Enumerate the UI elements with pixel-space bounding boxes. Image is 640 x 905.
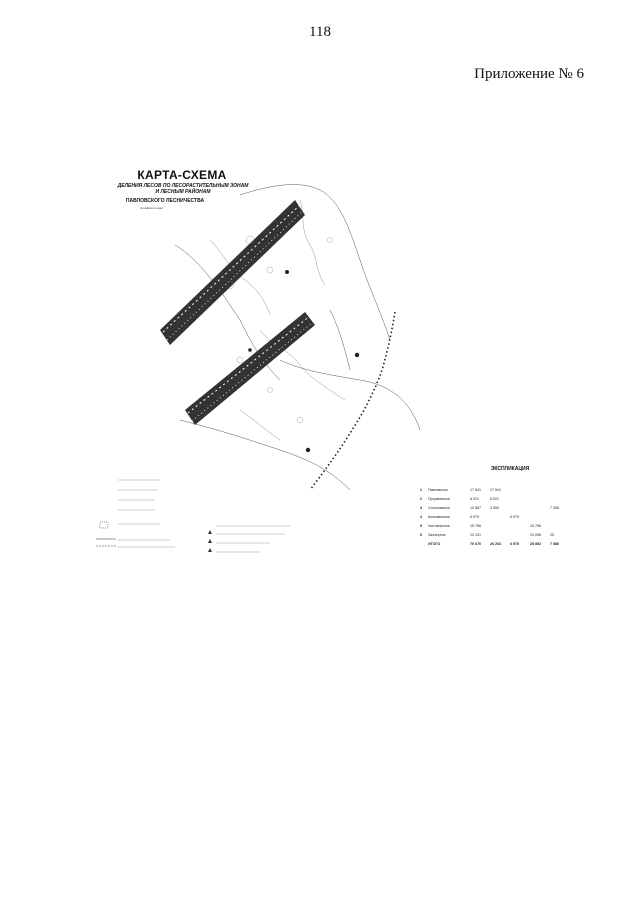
explication-value: 6 021 — [470, 497, 479, 501]
explication-value: 15 756 — [470, 524, 481, 528]
explication-num: 5 — [420, 524, 422, 528]
explication-row: 5 Чистюньское 15 756 15 756 — [420, 522, 580, 531]
explication-value: 6 975 — [510, 542, 519, 546]
explication-rows: 1 Павловское 17 541 17 541 2 Прорвинское 6 021… — [420, 486, 580, 549]
explication-value: 3 559 — [490, 506, 499, 510]
explication-value: 13 121 — [470, 533, 481, 537]
explication-value: 17 541 — [490, 488, 501, 492]
river — [209, 239, 271, 316]
dotted-boundary — [309, 311, 396, 491]
map-mark — [266, 266, 274, 274]
map-title: КАРТА-СХЕМА — [137, 168, 227, 182]
explication-num: 2 — [420, 497, 422, 501]
explication-value: 6 975 — [470, 515, 479, 519]
explication-value: 6 021 — [490, 497, 499, 501]
explication-name: ИТОГО — [428, 542, 441, 546]
explication-total-row: ИТОГО 70 670 26 263 6 975 28 852 7 580 — [420, 540, 580, 549]
explication-row: 2 Прорвинское 6 021 6 021 — [420, 495, 580, 504]
explication-value: 15 756 — [530, 524, 541, 528]
explication-name: Чистюньское — [428, 524, 450, 528]
legend-triangle-icon — [208, 530, 212, 534]
district-marker — [248, 348, 252, 352]
map-mark — [296, 416, 304, 424]
river — [299, 199, 326, 286]
explication-name: Солоновское — [428, 506, 450, 510]
explication-name: Павловское — [428, 488, 448, 492]
map-mark — [327, 237, 333, 243]
explication-row: 1 Павловское 17 541 17 541 — [420, 486, 580, 495]
legend-box — [99, 521, 109, 529]
map-mark — [245, 235, 255, 245]
explication-value: 26 263 — [490, 542, 501, 546]
page-number: 118 — [309, 24, 331, 40]
district-marker — [285, 270, 289, 274]
explication-num: 1 — [420, 488, 422, 492]
explication-row: 6 Заозерное 13 121 13 096 25 — [420, 531, 580, 540]
river — [239, 409, 281, 441]
boundary-line — [239, 184, 391, 341]
boundary-line — [179, 419, 351, 491]
explication-value: 6 975 — [510, 515, 519, 519]
explication-row: 4 Колыванское 6 975 6 975 — [420, 513, 580, 522]
map-mark — [236, 356, 244, 364]
explication-row: 3 Солоновское 10 867 3 559 7 308 — [420, 504, 580, 513]
map-mark — [267, 387, 273, 393]
explication-value: 7 580 — [550, 542, 559, 546]
explication-name: Колыванское — [428, 515, 450, 519]
explication-value: 10 867 — [470, 506, 481, 510]
explication-num: 6 — [420, 533, 422, 537]
explication-name: Заозерное — [428, 533, 446, 537]
map-subtitle-line-2: И ЛЕСНЫМ РАЙОНАМ — [155, 189, 211, 195]
map-region: Алтайского края — [140, 206, 163, 210]
legend-triangle-icon — [208, 539, 212, 543]
explication-name: Прорвинское — [428, 497, 450, 501]
explication-value: 13 096 — [530, 533, 541, 537]
district-marker — [354, 352, 360, 358]
appendix-label: Приложение № 6 — [474, 66, 584, 82]
forest-belt-south — [185, 312, 315, 425]
explication-title: ЭКСПЛИКАЦИЯ — [490, 466, 530, 472]
forest-belt-south-texture — [187, 315, 311, 414]
explication: ЭКСПЛИКАЦИЯ 1 Павловское 17 541 17 541 2 Прор… — [420, 466, 580, 549]
forest-belt-north-texture — [162, 204, 301, 333]
map-mark — [226, 281, 234, 289]
forest-belt-north-texture — [166, 211, 303, 341]
explication-value: 70 670 — [470, 542, 481, 546]
explication-value: 28 852 — [530, 542, 541, 546]
explication-value: 7 308 — [550, 506, 559, 510]
boundary-line — [279, 359, 421, 431]
legend-triangle-icon — [208, 548, 212, 552]
forest-belt-north — [160, 200, 305, 345]
explication-value: 17 541 — [470, 488, 481, 492]
map-forestry: ПАВЛОВСКОГО ЛЕСНИЧЕСТВА — [125, 198, 205, 204]
explication-num: 3 — [420, 506, 422, 510]
map-subtitle: ДЕЛЕНИЯ ЛЕСОВ ПО ЛЕСОРАСТИТЕЛЬНЫМ ЗОНАМ … — [88, 183, 278, 195]
boundary-line — [329, 309, 351, 371]
district-marker — [305, 447, 311, 453]
explication-num: 4 — [420, 515, 422, 519]
explication-value: 25 — [550, 533, 554, 537]
map-subtitle-line-1: ДЕЛЕНИЯ ЛЕСОВ ПО ЛЕСОРАСТИТЕЛЬНЫМ ЗОНАМ — [117, 183, 249, 189]
